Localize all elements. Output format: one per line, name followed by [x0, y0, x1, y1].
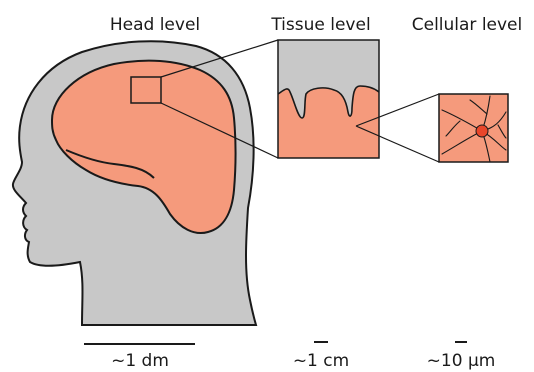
head-level-label: Head level [110, 15, 200, 35]
scale-label-cellular: ~10 μm [427, 351, 496, 371]
tissue-inset [278, 40, 379, 158]
cellular-inset [439, 94, 508, 162]
cellular-level-label: Cellular level [412, 15, 523, 35]
scale-label-head: ~1 dm [111, 351, 169, 371]
scale-label-tissue: ~1 cm [293, 351, 349, 371]
tissue-level-label: Tissue level [270, 15, 370, 35]
